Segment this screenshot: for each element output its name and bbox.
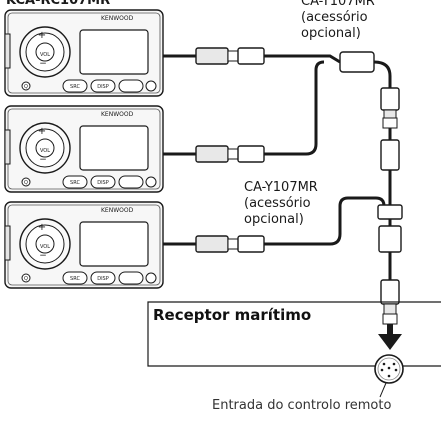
control-panel-3 (4, 201, 164, 289)
panel-1-knob-vol: VOL (40, 52, 50, 58)
panel-2-btn-src: SRC (70, 180, 80, 186)
panel-2-btn-q: Q (24, 180, 28, 186)
adapter-top (320, 51, 400, 205)
panel-3-btn-disp: DISP (97, 276, 109, 282)
adapter-mid-line3: opcional) (244, 212, 304, 227)
control-panel-1 (4, 9, 164, 97)
adapter-mid-line2: (acessório (244, 196, 311, 211)
panel-2-knob-plus: + (38, 126, 46, 137)
receiver-box (147, 301, 441, 367)
adapter-mid-model: CA-Y107MR (244, 180, 318, 195)
remote-input-caption: Entrada do controlo remoto (212, 398, 392, 413)
panel-1-knob-minus: − (39, 59, 47, 69)
adapter-mid (377, 204, 403, 325)
cable-panel-3 (163, 196, 386, 253)
arrow-down-icon (378, 324, 402, 350)
remote-input-jack-icon (374, 354, 404, 384)
panel-3-btn-q: Q (24, 276, 28, 282)
panel-3-knob-vol: VOL (40, 244, 50, 250)
panel-1-brand: KENWOOD (101, 15, 134, 22)
panel-3-knob-plus: + (38, 222, 46, 233)
receiver-title: Receptor marítimo (153, 306, 312, 324)
panel-3-btn-src: SRC (70, 276, 80, 282)
panel-1-btn-q: Q (24, 84, 28, 90)
control-panel-2 (4, 105, 164, 193)
adapter-top-line2: (acessório (301, 10, 368, 25)
cable-panel-2 (163, 60, 325, 163)
panel-3-brand: KENWOOD (101, 207, 134, 214)
panel-2-brand: KENWOOD (101, 111, 134, 118)
panel-1-btn-src: SRC (70, 84, 80, 90)
adapter-top-line3: opcional) (301, 26, 361, 41)
header-partial: KCA-RC107MR (6, 0, 111, 8)
adapter-top-model: CA-Y107MR (301, 0, 375, 9)
panel-3-knob-minus: − (39, 251, 47, 261)
panel-1-btn-disp: DISP (97, 84, 109, 90)
cable-panel-1 (163, 47, 320, 65)
panel-1-knob-plus: + (38, 30, 46, 41)
caption-leader (379, 382, 387, 398)
panel-2-knob-vol: VOL (40, 148, 50, 154)
panel-2-btn-disp: DISP (97, 180, 109, 186)
panel-2-knob-minus: − (39, 155, 47, 165)
